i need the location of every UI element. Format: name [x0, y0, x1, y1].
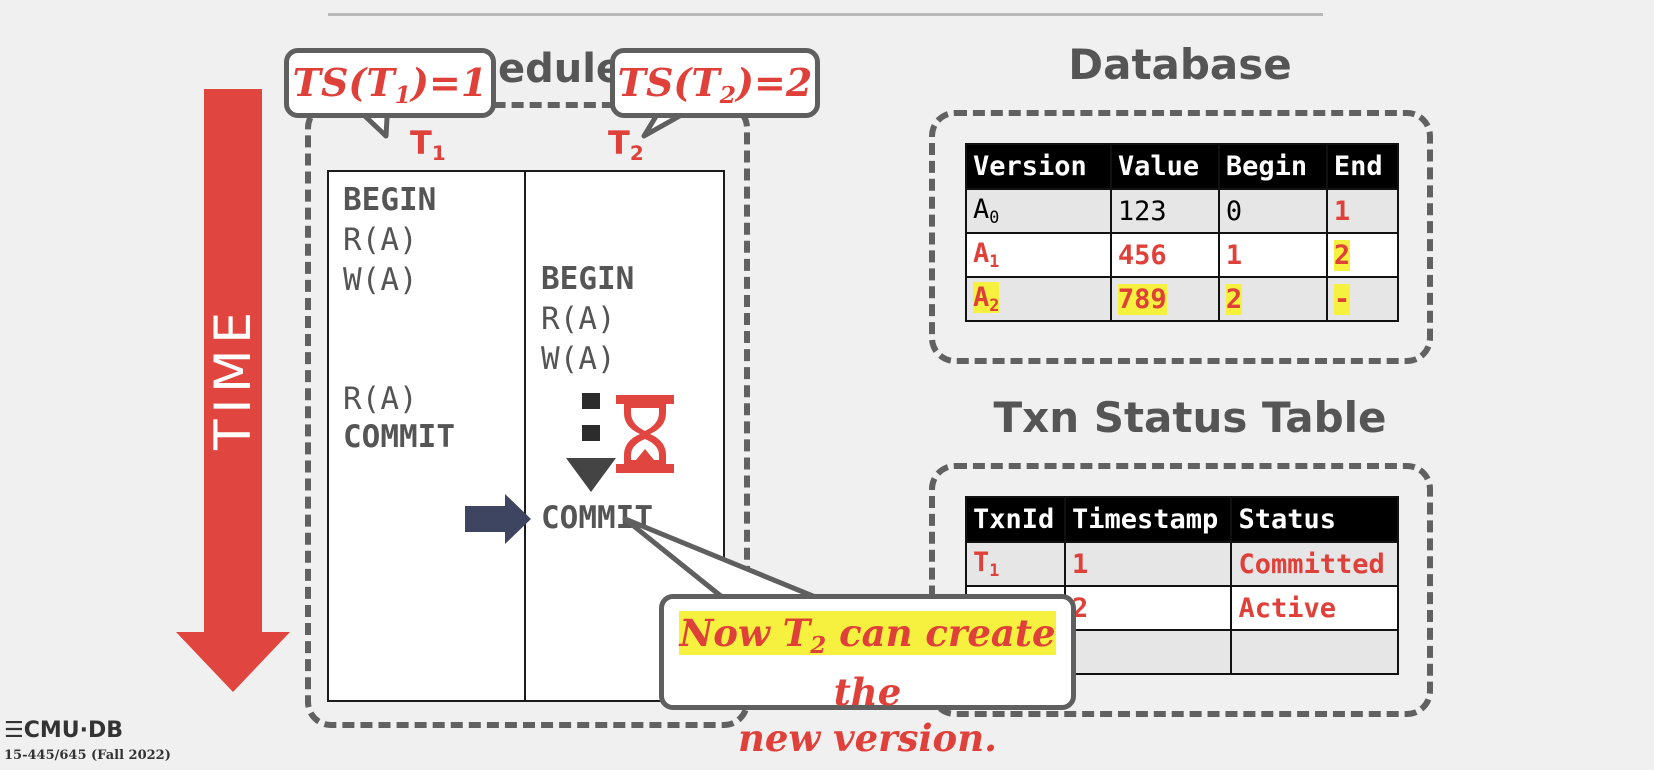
wait-dot [582, 393, 600, 409]
schedule-table [327, 170, 725, 702]
time-arrow-shaft [204, 89, 262, 637]
course-label: 15-445/645 (Fall 2022) [4, 748, 171, 763]
end-cell: - [1325, 276, 1400, 322]
end-cell: 1 [1325, 188, 1400, 234]
txn-t2-header: T2 [608, 124, 644, 165]
timestamp-cell: 1 [1063, 541, 1233, 587]
begin-cell: 2 [1217, 276, 1328, 322]
col-header-end: End [1325, 143, 1400, 190]
begin-cell: 1 [1217, 232, 1328, 278]
table-row: A2 789 2 - [965, 276, 1400, 322]
col-header-version: Version [965, 143, 1112, 190]
t2-op-begin: BEGIN [541, 261, 635, 297]
col-header-begin: Begin [1217, 143, 1328, 190]
value-cell: 456 [1109, 232, 1220, 278]
value-cell: 123 [1109, 188, 1220, 234]
timestamp-cell [1063, 629, 1233, 675]
time-label: TIME [204, 305, 262, 451]
t1-op-read-2: R(A) [343, 381, 418, 417]
slide-top-rule [328, 13, 1323, 16]
txn-status-title: Txn Status Table [993, 393, 1387, 442]
t1-op-begin: BEGIN [343, 182, 437, 218]
t2-op-read: R(A) [541, 301, 616, 337]
col-header-status: Status [1230, 496, 1399, 543]
version-cell: A1 [965, 232, 1112, 278]
txnid-cell: T1 [965, 541, 1066, 587]
database-icon: ☰ [4, 718, 24, 743]
txn-status-dashed-frame [929, 463, 1433, 717]
version-cell: A0 [965, 188, 1112, 234]
database-dashed-frame [929, 110, 1433, 364]
timestamp-bubble-t2: TS(T2)=2 [610, 48, 820, 118]
timestamp-bubble-t1: TS(T1)=1 [284, 48, 496, 118]
status-cell: Committed [1230, 541, 1399, 587]
wait-arrow-down [566, 458, 616, 492]
txn-t1-header: T1 [410, 124, 446, 165]
note-callout-bubble: Now T2 can create the new version. [659, 594, 1076, 760]
database-title: Database [1068, 40, 1292, 89]
hourglass-icon [616, 395, 674, 473]
note-line-1: Now T2 can create the [679, 611, 1056, 714]
t2-op-commit: COMMIT [541, 500, 653, 536]
col-header-txnid: TxnId [965, 496, 1066, 543]
schedule-dashed-frame [305, 102, 750, 728]
wait-dot [582, 425, 600, 441]
time-arrow-head [176, 632, 290, 692]
status-cell [1230, 629, 1399, 675]
end-cell: 2 [1325, 232, 1400, 278]
schedule-column-divider [524, 170, 526, 702]
value-cell: 789 [1109, 276, 1220, 322]
table-row: A1 456 1 2 [965, 232, 1400, 278]
status-cell: Active [1230, 585, 1399, 631]
database-table: Version Value Begin End A0 123 0 1 A1 45… [965, 143, 1400, 322]
col-header-timestamp: Timestamp [1063, 496, 1233, 543]
t1-op-read: R(A) [343, 222, 418, 258]
cmu-db-logo: ☰CMU·DB [4, 718, 124, 743]
note-line-2: new version. [737, 715, 998, 760]
version-cell: A2 [965, 276, 1112, 322]
t1-op-write: W(A) [343, 262, 418, 298]
table-row: A0 123 0 1 [965, 188, 1400, 234]
timestamp-cell: 2 [1063, 585, 1233, 631]
t1-op-commit: COMMIT [343, 419, 455, 455]
table-row: T1 1 Committed [965, 541, 1399, 587]
t2-op-write: W(A) [541, 341, 616, 377]
begin-cell: 0 [1217, 188, 1328, 234]
current-step-arrow-icon [465, 494, 531, 544]
col-header-value: Value [1109, 143, 1220, 190]
